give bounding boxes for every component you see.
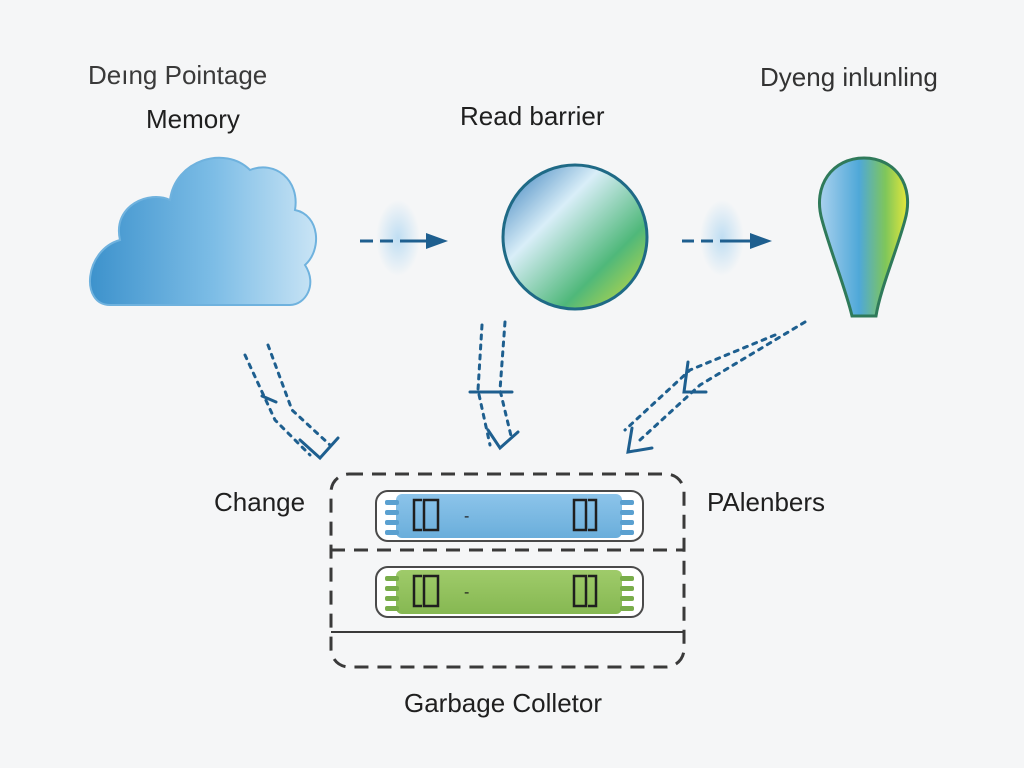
sphere-icon — [501, 163, 649, 311]
garbage-collector-container — [329, 472, 686, 669]
label-garbage-collector: Garbage Colletor — [404, 688, 602, 718]
glow-right — [700, 200, 744, 276]
dotted-arrow-center — [468, 320, 520, 451]
label-memory: Memory — [146, 104, 240, 134]
label-read-barrier: Read barrier — [460, 101, 605, 131]
label-change: Change — [214, 487, 306, 517]
slot-lower-glyph: - — [464, 584, 469, 601]
cloud-icon — [89, 156, 318, 306]
label-top-left: Deıng Pointage — [88, 60, 268, 90]
label-top-right: Dyeng inlunling — [760, 62, 938, 92]
arrow-barrier-to-inline — [682, 233, 772, 249]
dotted-arrow-right — [623, 320, 807, 454]
drop-icon — [817, 156, 910, 318]
arrow-memory-to-barrier — [360, 233, 448, 249]
slot-upper — [375, 490, 644, 542]
glow-left — [376, 200, 420, 276]
label-right-side: PAlenbers — [707, 487, 826, 517]
slot-upper-glyph: - — [464, 508, 469, 525]
slot-lower — [375, 566, 644, 618]
dotted-arrow-left — [243, 343, 340, 461]
